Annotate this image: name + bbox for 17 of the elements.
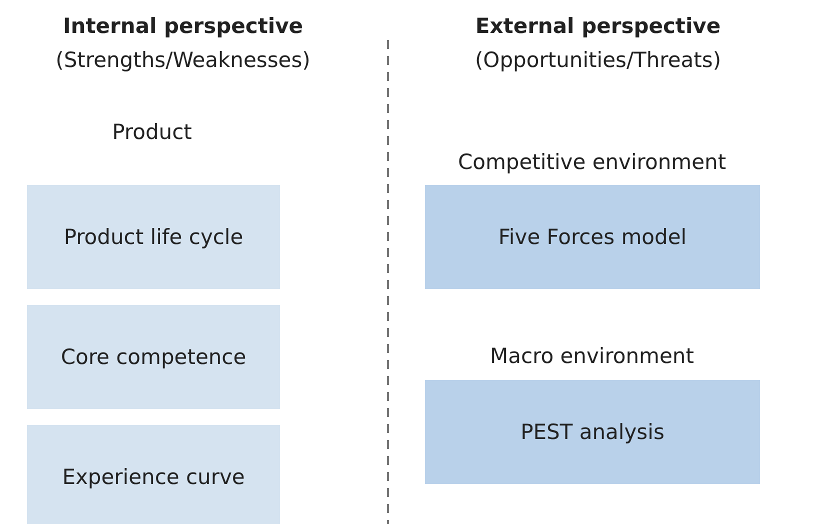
method-box — [27, 305, 280, 409]
group-label: Macro environment — [490, 344, 694, 368]
subheading: (Strengths/Weaknesses) — [56, 48, 310, 72]
method-box — [27, 425, 280, 524]
method-box — [425, 185, 760, 289]
box-label: Five Forces model — [498, 225, 687, 249]
subheading: (Opportunities/Threats) — [474, 48, 722, 72]
heading: Internal perspective — [62, 14, 304, 38]
method-box — [425, 380, 760, 484]
box-label: PEST analysis — [520, 420, 664, 444]
heading: External perspective — [475, 14, 721, 38]
method-box — [27, 185, 280, 289]
box-label: Experience curve — [62, 465, 245, 489]
group-label: Product — [112, 120, 192, 144]
box-label: Product life cycle — [64, 225, 244, 249]
group-label: Competitive environment — [458, 150, 726, 174]
box-label: Core competence — [60, 345, 246, 369]
